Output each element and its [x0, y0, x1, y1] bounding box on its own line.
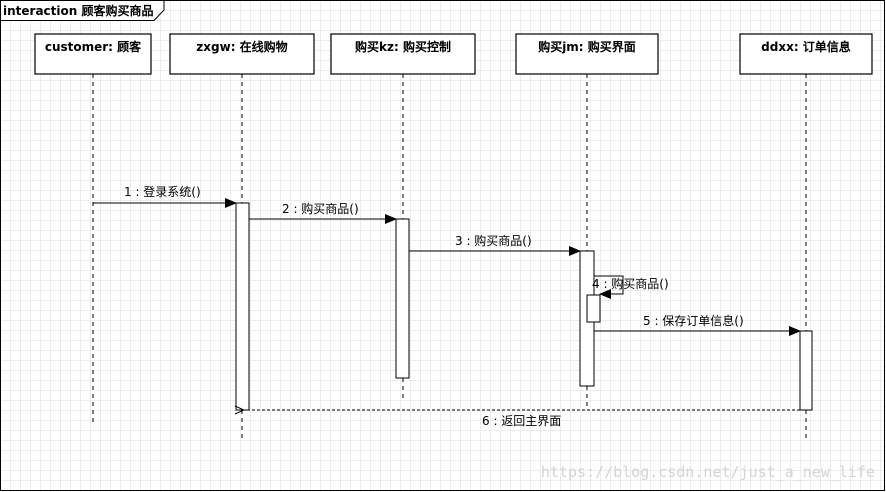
frame-tab [0, 0, 165, 21]
lifeline-name: zxgw: 在线购物 [196, 39, 287, 54]
message-label: 6 : 返回主界面 [482, 414, 561, 428]
message-5[interactable]: 5 : 保存订单信息() [594, 313, 801, 336]
lifeline-name: 购买jm: 购买界面 [538, 39, 636, 54]
lifeline-box[interactable] [739, 33, 873, 75]
lifeline-box[interactable] [169, 33, 315, 75]
message-label: 3 : 购买商品() [455, 233, 532, 248]
lifeline-order-info[interactable]: ddxx: 订单信息 [739, 33, 873, 438]
lifeline-name: 购买kz: 购买控制 [355, 39, 451, 54]
message-label: 1 : 登录系统() [124, 184, 201, 199]
activation-zxgw[interactable] [235, 202, 250, 411]
message-2[interactable]: 2 : 购买商品() [249, 201, 397, 224]
lifeline-customer[interactable]: customer: 顾客 [34, 33, 152, 425]
activation-purchase-control[interactable] [395, 218, 410, 379]
lifeline-box[interactable] [515, 33, 659, 75]
lifeline-box[interactable] [34, 33, 152, 75]
lifeline-zxgw[interactable]: zxgw: 在线购物 [169, 33, 315, 438]
message-1[interactable]: 1 : 登录系统() [93, 184, 237, 208]
message-arrow[interactable] [594, 275, 624, 299]
activation-order-info[interactable] [799, 330, 813, 411]
lifeline-name: customer: 顾客 [45, 39, 142, 54]
message-label: 5 : 保存订单信息() [643, 313, 744, 328]
message-3[interactable]: 3 : 购买商品() [409, 233, 581, 256]
message-6-return[interactable]: 6 : 返回主界面 [244, 410, 800, 428]
activation-purchase-ui-nested[interactable] [586, 294, 601, 323]
lifeline-purchase-ui[interactable]: 购买jm: 购买界面 [515, 33, 659, 410]
message-4-self[interactable]: 4 : 购买商品() [592, 275, 669, 299]
lifeline-box[interactable] [330, 33, 476, 75]
message-label: 4 : 购买商品() [592, 276, 669, 291]
message-label: 2 : 购买商品() [282, 201, 359, 216]
frame-title: interaction 顾客购买商品 [3, 3, 153, 18]
lifeline-name: ddxx: 订单信息 [761, 39, 851, 54]
watermark: https://blog.csdn.net/just_a_new_life [541, 463, 875, 481]
